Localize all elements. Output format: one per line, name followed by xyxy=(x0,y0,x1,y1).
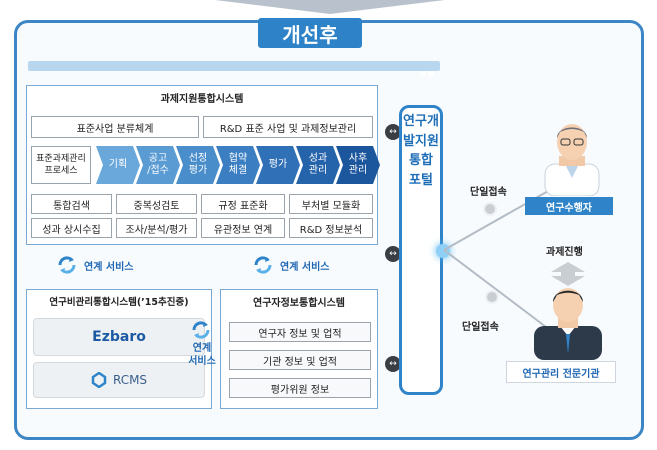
doctor-icon xyxy=(544,124,600,196)
link-service-right-label: 연계 서비스 xyxy=(280,261,330,273)
arrow-both-icon: ↔ xyxy=(385,124,401,140)
researcher-label: 연구수행자 xyxy=(525,197,613,215)
manager-icon xyxy=(534,288,602,360)
top-pointer xyxy=(215,0,445,14)
task-support-system-title: 과제지원통합시스템 xyxy=(160,94,244,105)
feature-related-info-link: 유관정보 연계 xyxy=(201,218,285,238)
sync-icon xyxy=(192,321,210,339)
process-step-1: 공고 /접수 xyxy=(136,146,180,184)
process-step-0: 기획 xyxy=(96,146,140,184)
arrow-both-icon: ↔ xyxy=(385,246,401,262)
single-access-label-top: 단일접속 xyxy=(470,187,507,198)
agency-label: 연구관리 전문기관 xyxy=(506,361,616,383)
feature-duplication-review: 중복성검토 xyxy=(116,194,197,214)
rcms-logo-icon xyxy=(91,372,107,388)
standard-business-classification: 표준사업 분류체계 xyxy=(31,116,199,138)
single-access-label-bottom: 단일접속 xyxy=(462,322,499,333)
standard-process-label: 표준과제관리 프로세스 xyxy=(31,146,91,184)
feature-survey-analysis: 조사/분석/평가 xyxy=(116,218,197,238)
process-step-6: 사후 관리 xyxy=(336,146,380,184)
ezbaro-logo: Ezbaro xyxy=(92,329,146,345)
process-step-2: 선정 평가 xyxy=(176,146,220,184)
feature-integrated-search: 통합검색 xyxy=(31,194,112,214)
evaluator-info-item: 평가위원 정보 xyxy=(229,378,371,398)
rnd-standard-task-management: R&D 표준 사업 및 과제정보관리 xyxy=(203,116,373,138)
researcher-info-item: 연구자 정보 및 업적 xyxy=(229,322,371,342)
sync-icon xyxy=(254,256,272,274)
process-step-3: 협약 체결 xyxy=(216,146,260,184)
feature-rule-standardization: 규정 표준화 xyxy=(201,194,285,214)
portal-label: 연구개발지원 통합 포털 xyxy=(403,114,439,188)
window-dots xyxy=(420,62,438,77)
link-service-right: 연계 서비스 xyxy=(252,255,329,275)
rcms-logo: RCMS xyxy=(112,373,148,387)
sync-icon xyxy=(58,256,76,274)
page-title: 개선후 xyxy=(258,18,362,48)
research-fee-system-title: 연구비관리통합시스템(’15추진중) xyxy=(49,297,189,308)
institution-info-item: 기관 정보 및 업적 xyxy=(229,350,371,370)
arrow-both-icon: ↔ xyxy=(385,356,401,372)
magnifier-icon xyxy=(483,202,497,216)
link-service-left: 연계 서비스 xyxy=(56,255,133,275)
link-service-left-label: 연계 서비스 xyxy=(84,261,134,273)
feature-ministry-modules: 부처별 모듈화 xyxy=(289,194,373,214)
task-progress-label: 과제진행 xyxy=(546,247,583,258)
window-header-bar xyxy=(28,61,440,71)
double-arrow-icon xyxy=(551,262,585,286)
magnifier-icon xyxy=(485,290,499,304)
ezbaro-logo-box: Ezbaro xyxy=(33,318,205,356)
process-step-5: 성과 관리 xyxy=(296,146,340,184)
feature-rnd-analysis: R&D 정보분석 xyxy=(289,218,373,238)
researcher-info-system-title: 연구자정보통합시스템 xyxy=(253,298,345,309)
rcms-logo-box: RCMS xyxy=(33,362,205,398)
feature-performance-collection: 성과 상시수집 xyxy=(31,218,112,238)
process-step-4: 평가 xyxy=(256,146,300,184)
link-service-middle-label: 연계 서비스 xyxy=(188,343,216,367)
